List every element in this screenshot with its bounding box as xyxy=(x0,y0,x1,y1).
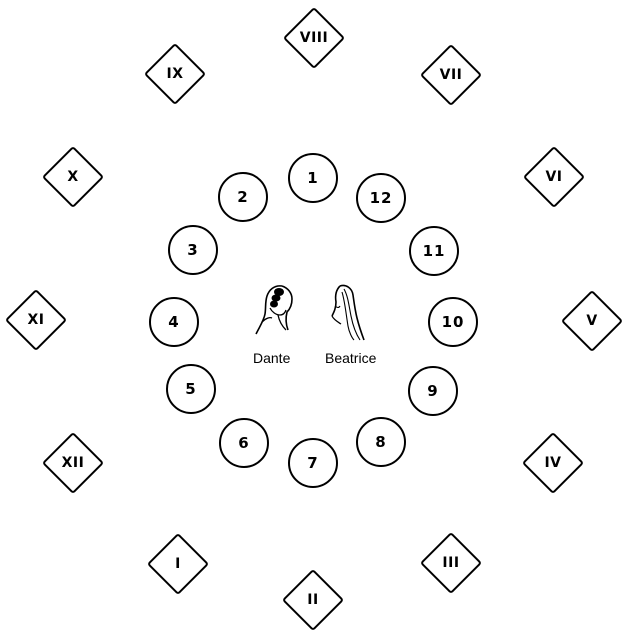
outer-diamond-IX: IX xyxy=(143,42,207,106)
inner-circle-10: 10 xyxy=(428,297,478,347)
outer-diamond-VIII: VIII xyxy=(282,6,346,70)
outer-diamond-label: V xyxy=(560,289,623,353)
outer-diamond-XI: XI xyxy=(4,288,68,352)
outer-diamond-VI: VI xyxy=(522,145,586,209)
inner-circle-label: 7 xyxy=(307,454,318,472)
outer-diamond-label: VI xyxy=(522,145,586,209)
outer-diamond-IV: IV xyxy=(521,431,585,495)
outer-diamond-label: II xyxy=(281,568,345,632)
inner-circle-label: 3 xyxy=(187,241,198,259)
inner-circle-label: 5 xyxy=(185,380,196,398)
outer-diamond-II: II xyxy=(281,568,345,632)
outer-diamond-label: I xyxy=(146,532,210,596)
inner-circle-6: 6 xyxy=(219,418,269,468)
inner-circle-label: 11 xyxy=(423,242,446,260)
outer-diamond-VII: VII xyxy=(419,43,483,107)
inner-circle-7: 7 xyxy=(288,438,338,488)
dante-label: Dante xyxy=(253,350,290,366)
inner-circle-label: 9 xyxy=(427,382,438,400)
inner-circle-8: 8 xyxy=(356,417,406,467)
inner-circle-label: 8 xyxy=(375,433,386,451)
outer-diamond-X: X xyxy=(41,145,105,209)
inner-circle-label: 10 xyxy=(442,313,465,331)
outer-diamond-label: IV xyxy=(521,431,585,495)
inner-circle-label: 1 xyxy=(307,169,318,187)
outer-diamond-XII: XII xyxy=(41,431,105,495)
outer-diamond-label: IX xyxy=(143,42,207,106)
inner-circle-9: 9 xyxy=(408,366,458,416)
outer-diamond-label: VIII xyxy=(282,6,346,70)
dante-silhouette-icon xyxy=(252,282,302,340)
outer-diamond-V: V xyxy=(560,289,623,353)
beatrice-silhouette-icon xyxy=(326,284,366,342)
outer-diamond-label: XI xyxy=(4,288,68,352)
inner-circle-4: 4 xyxy=(149,297,199,347)
inner-circle-12: 12 xyxy=(356,173,406,223)
outer-diamond-label: X xyxy=(41,145,105,209)
beatrice-label: Beatrice xyxy=(325,350,376,366)
inner-circle-label: 6 xyxy=(238,434,249,452)
inner-circle-label: 2 xyxy=(237,188,248,206)
inner-circle-label: 4 xyxy=(168,313,179,331)
inner-circle-label: 12 xyxy=(370,189,393,207)
inner-circle-3: 3 xyxy=(168,225,218,275)
outer-diamond-label: VII xyxy=(419,43,483,107)
inner-circle-2: 2 xyxy=(218,172,268,222)
outer-diamond-I: I xyxy=(146,532,210,596)
inner-circle-5: 5 xyxy=(166,364,216,414)
outer-diamond-label: XII xyxy=(41,431,105,495)
outer-diamond-III: III xyxy=(419,531,483,595)
inner-circle-11: 11 xyxy=(409,226,459,276)
outer-diamond-label: III xyxy=(419,531,483,595)
inner-circle-1: 1 xyxy=(288,153,338,203)
